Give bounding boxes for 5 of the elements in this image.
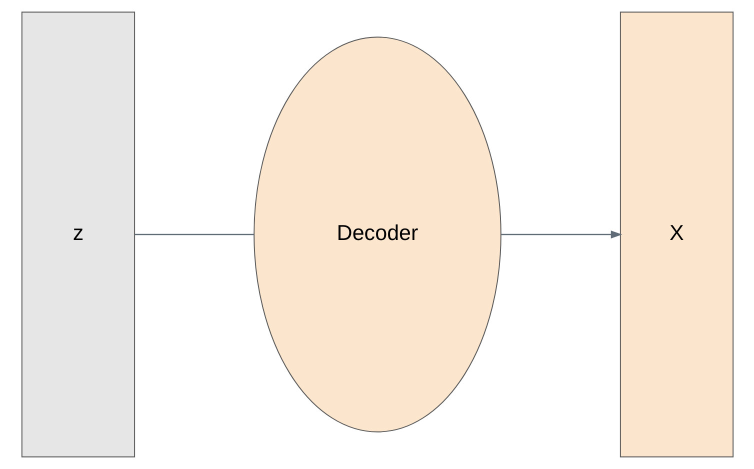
arrow (500, 230, 622, 238)
node-box: z (20, 12, 135, 458)
node-ellipse: Decoder (253, 36, 501, 432)
node-box: X (619, 12, 734, 458)
connector (134, 234, 254, 236)
